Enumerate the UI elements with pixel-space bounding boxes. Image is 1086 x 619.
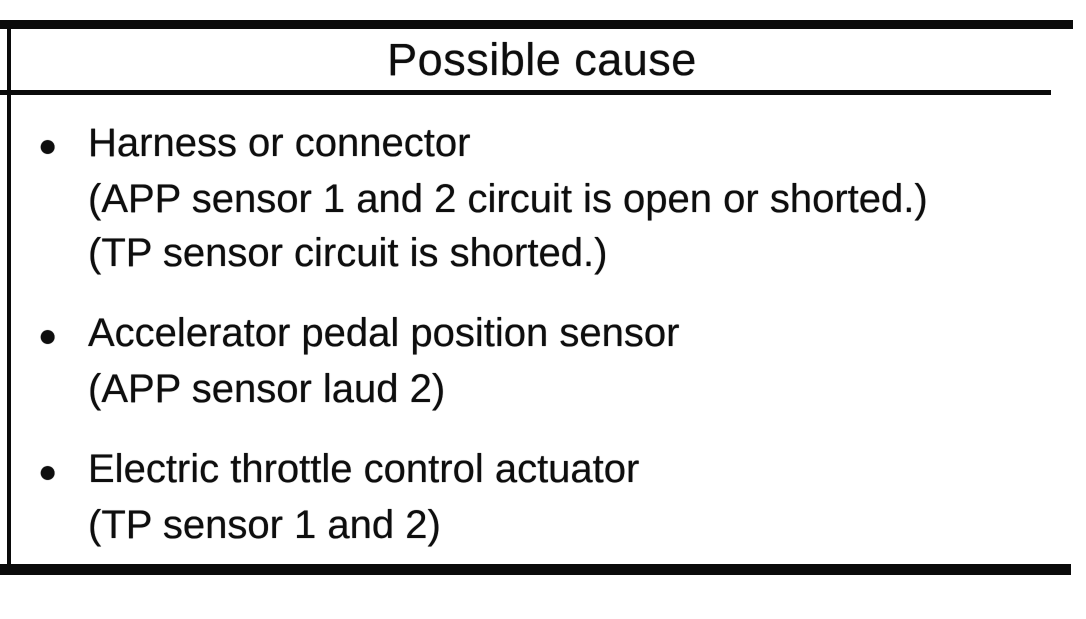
- column-header-label: Possible cause: [387, 33, 697, 85]
- header-row-divider: [0, 90, 1051, 95]
- list-item-harness: ● Harness or connector (APP sensor 1 and…: [38, 116, 1068, 280]
- table-bottom-border: [0, 564, 1071, 575]
- column-left-border: [7, 20, 11, 575]
- table-top-border: [0, 20, 1073, 29]
- cause-detail: (APP sensor laud 2): [88, 367, 446, 411]
- bullet-icon: ●: [38, 453, 58, 489]
- cause-detail: (APP sensor 1 and 2 circuit is open or s…: [88, 177, 928, 221]
- cause-title: Accelerator pedal position sensor: [88, 311, 680, 355]
- list-item-app-sensor: ● Accelerator pedal position sensor (APP…: [38, 306, 1068, 416]
- bullet-icon: ●: [38, 127, 58, 163]
- cause-detail: (TP sensor 1 and 2): [88, 503, 441, 547]
- possible-cause-list: ● Harness or connector (APP sensor 1 and…: [38, 116, 1068, 552]
- cause-title: Harness or connector: [88, 121, 471, 165]
- cause-title-row: ● Electric throttle control actuator: [38, 442, 1068, 498]
- bullet-icon: ●: [38, 317, 58, 353]
- cause-title: Electric throttle control actuator: [88, 447, 640, 491]
- cause-title-row: ● Accelerator pedal position sensor: [38, 306, 1068, 362]
- list-item-throttle-actuator: ● Electric throttle control actuator (TP…: [38, 442, 1068, 552]
- possible-cause-header-cell: Possible cause: [11, 29, 1073, 90]
- cause-detail: (TP sensor circuit is shorted.): [88, 231, 608, 275]
- cause-title-row: ● Harness or connector: [38, 116, 1068, 172]
